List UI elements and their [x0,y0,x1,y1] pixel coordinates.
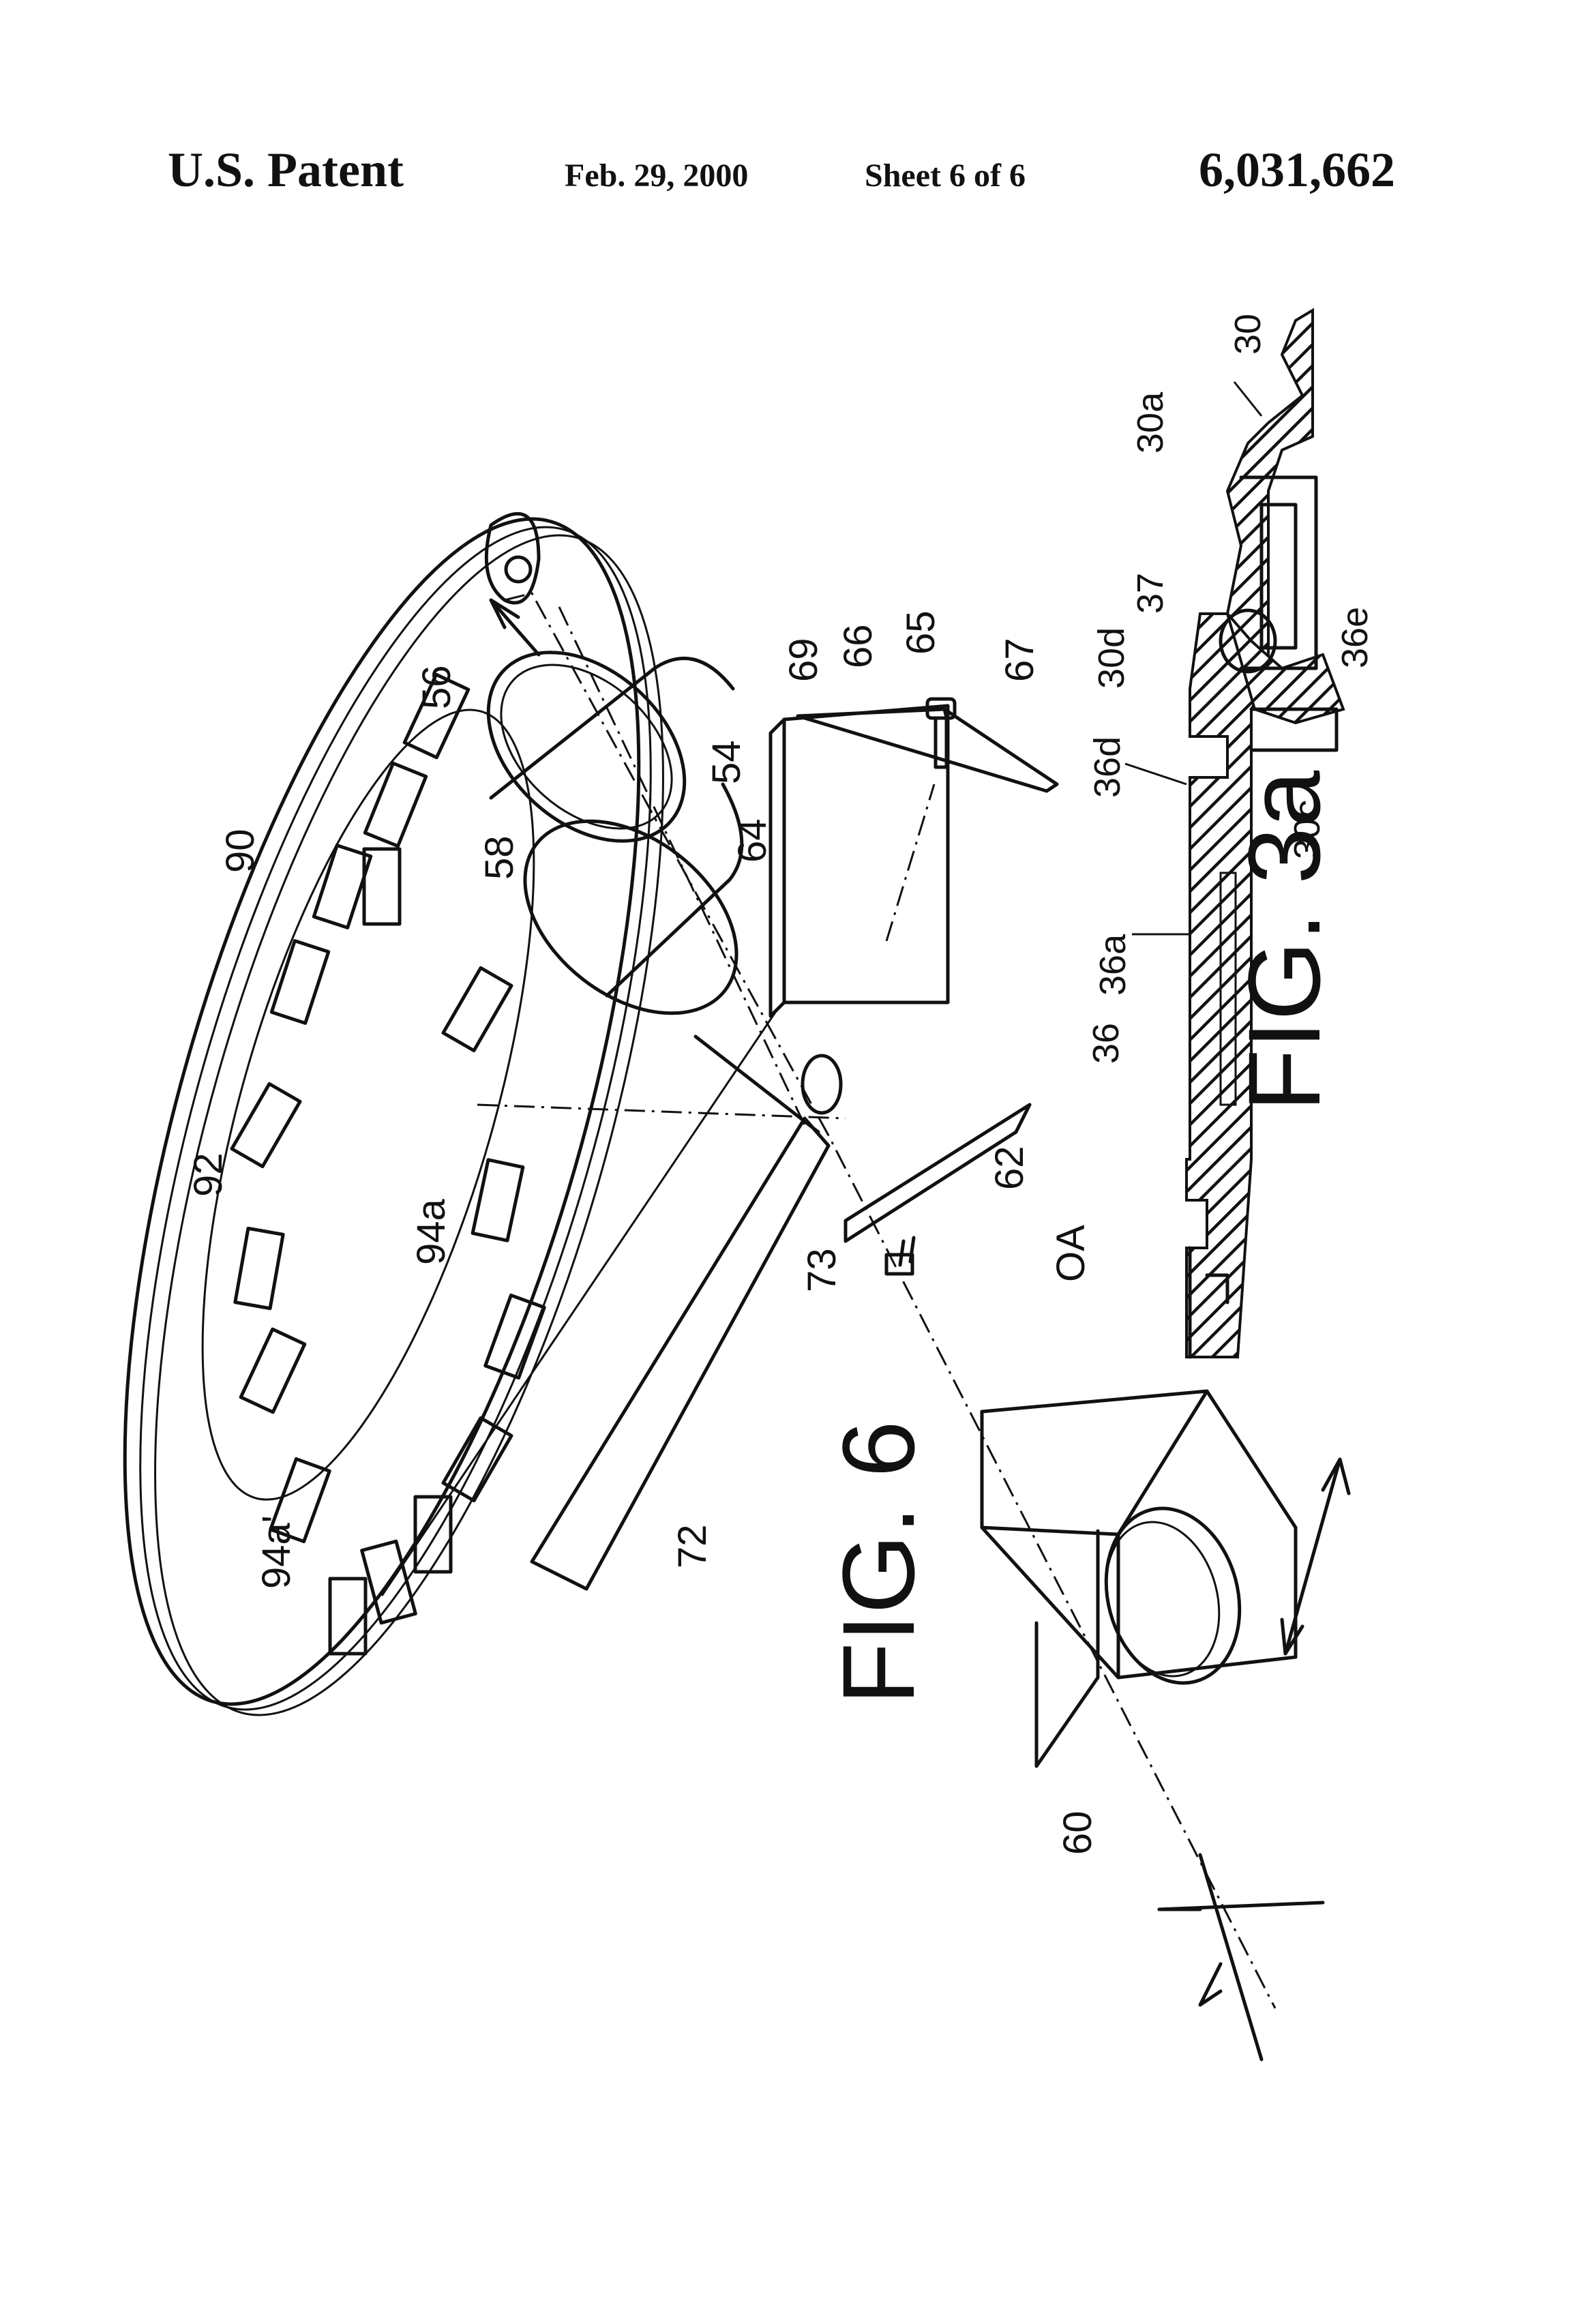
header-date: Feb. 29, 2000 [565,158,749,194]
lens-60 [1104,1506,1242,1685]
fig6-caption: FIG. 6 [821,1420,936,1705]
label-73: 73 [800,1248,844,1292]
header-sheet-number: Sheet 6 of 6 [865,158,1026,194]
lens-tube [486,651,744,1015]
label-60: 60 [1056,1811,1100,1855]
eyepiece-block [980,1389,1298,1768]
label-58: 58 [477,835,522,880]
label-62: 62 [987,1146,1032,1190]
housing-30 [1185,308,1314,1358]
label-94a: 94a [409,1198,453,1265]
label-94a-prime: 94a' [254,1515,299,1589]
label-72: 72 [670,1524,715,1568]
lens-58 [523,819,738,1015]
figure-6: FIG. 6 90 92 94a 94a' 56 58 54 64 69 66 … [123,511,1351,2061]
label-36a: 36a [1092,934,1133,996]
label-36e: 36e [1334,607,1375,668]
label-67: 67 [998,638,1042,682]
label-36: 36 [1086,1023,1126,1064]
optical-axes [380,592,1277,2009]
label-65: 65 [899,610,943,655]
fig3a-labels: 30 30a 37 30d 36e 36d 30c 36a 36 [1086,314,1375,1064]
label-54: 54 [704,740,749,784]
label-92: 92 [186,1152,230,1197]
label-69: 69 [781,638,826,682]
label-36d: 36d [1087,736,1128,798]
label-64: 64 [730,818,775,863]
reel-disc [123,517,664,1716]
fig3a-caption: FIG. 3a [1227,770,1341,1112]
label-OA: OA [1049,1225,1093,1282]
film-guide [530,1034,831,1591]
lens-56 [486,651,687,843]
label-66: 66 [836,624,880,668]
mirror-block [768,697,1059,1018]
header-patent-number: 6,031,662 [1199,143,1395,197]
direction-arrows [484,511,1351,2061]
label-56: 56 [415,665,459,709]
label-30a: 30a [1130,391,1171,453]
figure-3a: FIG. 3a 30 30a 37 30d 36e 36d 30c 36a 36 [1086,308,1375,1359]
label-90: 90 [218,829,263,873]
label-30d: 30d [1091,627,1132,689]
fig6-labels: 90 92 94a 94a' 56 58 54 64 69 66 65 67 6… [186,610,1100,1855]
label-37: 37 [1130,573,1171,614]
label-30c: 30c [1287,800,1328,859]
reel-frames [230,672,546,1656]
label-30: 30 [1227,314,1268,355]
header-patent-label: U.S. Patent [168,143,404,197]
